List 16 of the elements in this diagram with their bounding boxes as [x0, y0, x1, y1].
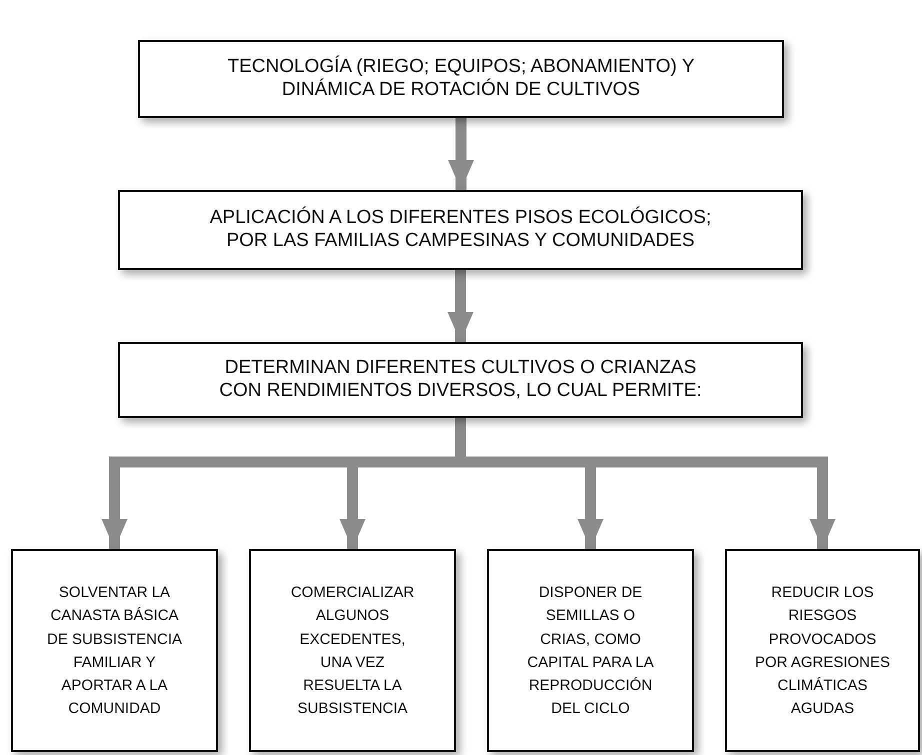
process-box — [11, 549, 218, 752]
box-text: DISPONER DE SEMILLAS O CRIAS, COMO CAPITAL PARA LA REPRODUCCIÓN DEL CICLO — [526, 583, 655, 720]
arrow — [448, 270, 474, 342]
arrow — [448, 118, 474, 190]
process-box — [725, 549, 920, 752]
process-box — [249, 549, 456, 752]
box-text: COMERCIALIZAR ALGUNOS EXCEDENTES, UNA VEZ RESUELTA LA SUBSISTENCIA — [290, 583, 416, 720]
box-text: DETERMINAN DIFERENTES CULTIVOS O CRIANZAS CON RENDIMIENTOS DIVERSOS, LO CUAL PERMITE: — [218, 357, 703, 403]
process-box — [118, 342, 803, 418]
box-text: REDUCIR LOS RIESGOS PROVOCADOS POR AGRESIONES CLIMÁTICAS AGUDAS — [754, 583, 892, 720]
process-box — [138, 40, 784, 118]
box-text: TECNOLOGÍA (RIEGO; EQUIPOS; ABONAMIENTO) Y DINÁMICA DE ROTACIÓN DE CULTIVOS — [226, 56, 696, 102]
process-box — [487, 549, 694, 752]
process-box — [118, 190, 803, 270]
box-text: SOLVENTAR LA CANASTA BÁSICA DE SUBSISTENCIA FAMILIAR Y APORTAR A LA COMUNIDAD — [46, 583, 184, 720]
box-text: APLICACIÓN A LOS DIFERENTES PISOS ECOLÓGICOS; POR LAS FAMILIAS CAMPESINAS Y COMUNIDADES — [208, 207, 712, 253]
